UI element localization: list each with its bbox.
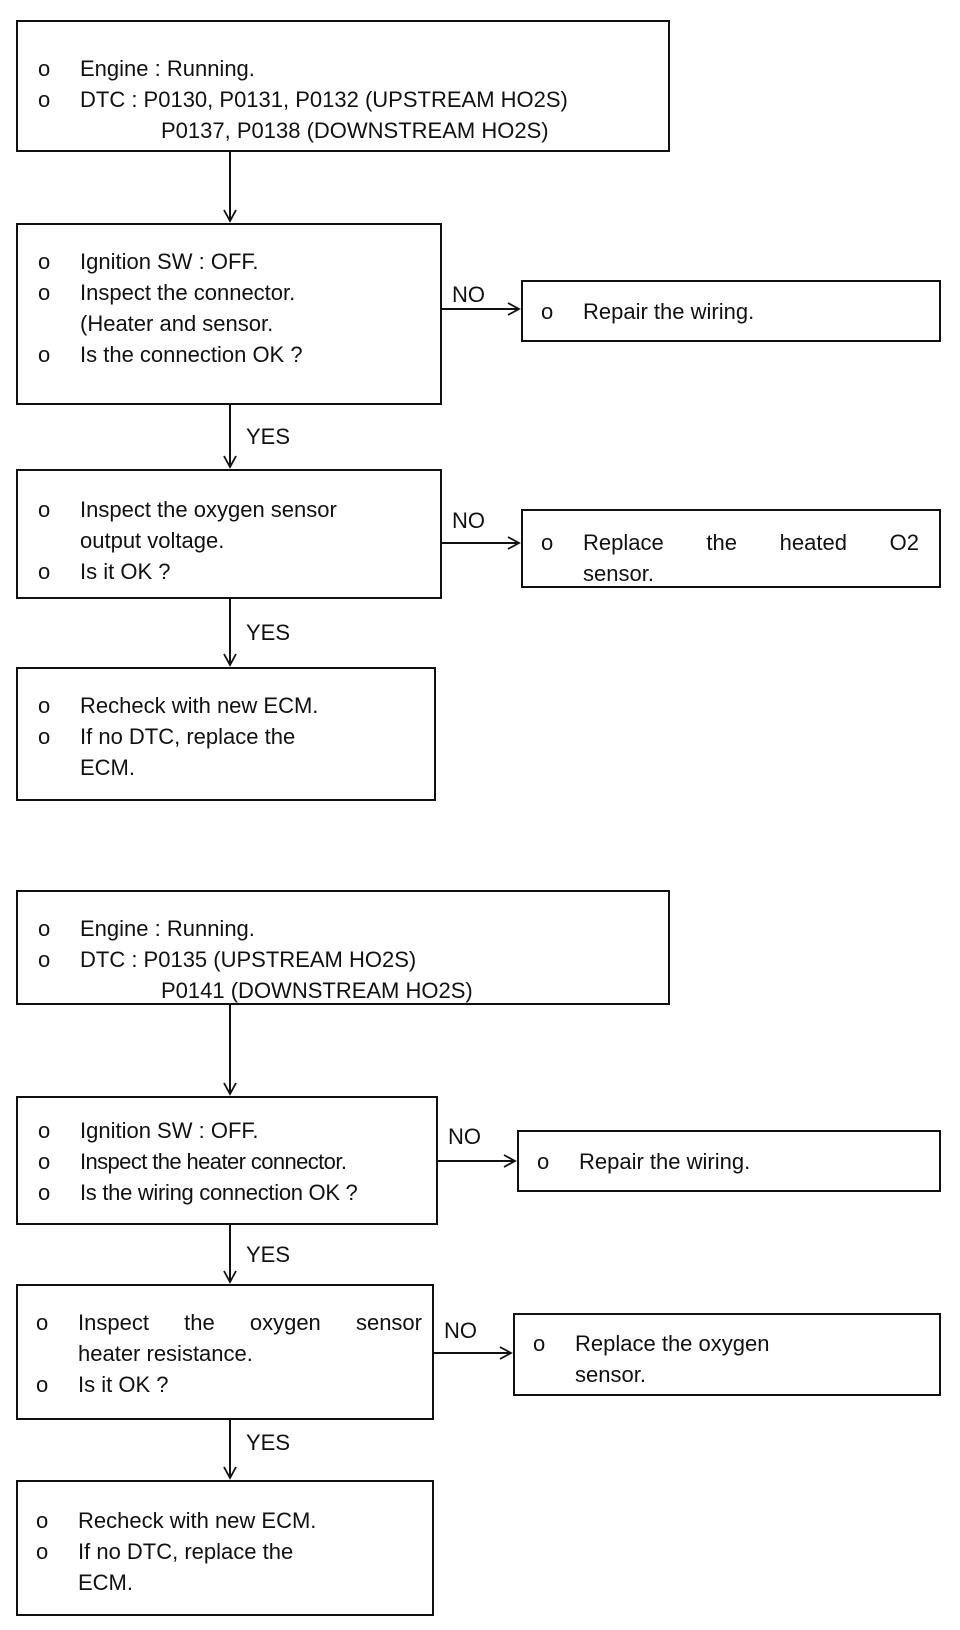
bullet: o bbox=[36, 1372, 49, 1397]
bullet: o bbox=[38, 497, 51, 522]
bullet: o bbox=[38, 342, 51, 367]
yes-label: YES bbox=[246, 424, 291, 449]
bullet: o bbox=[36, 1539, 49, 1564]
bullet: o bbox=[36, 1310, 49, 1335]
no-label: NO bbox=[452, 282, 485, 307]
flow1-step1-line: (Heater and sensor. bbox=[80, 311, 274, 336]
bullet: o bbox=[533, 1331, 546, 1356]
bullet: o bbox=[36, 1508, 49, 1533]
bullet: o bbox=[38, 947, 51, 972]
bullet: o bbox=[38, 249, 51, 274]
yes-label: YES bbox=[246, 1242, 291, 1267]
no-label: NO bbox=[448, 1124, 481, 1149]
bullet: o bbox=[38, 1180, 51, 1205]
no-label: NO bbox=[452, 508, 485, 533]
bullet: o bbox=[38, 280, 51, 305]
bullet: o bbox=[537, 1149, 550, 1174]
bullet: o bbox=[38, 693, 51, 718]
yes-label: YES bbox=[246, 1430, 291, 1455]
no-label: NO bbox=[444, 1318, 477, 1343]
bullet: o bbox=[38, 916, 51, 941]
bullet: o bbox=[38, 1149, 51, 1174]
bullet: o bbox=[38, 87, 51, 112]
flow1-start-line: P0137, P0138 (DOWNSTREAM HO2S) bbox=[161, 118, 549, 143]
bullet: o bbox=[541, 530, 554, 555]
bullet: o bbox=[38, 724, 51, 749]
bullet: o bbox=[541, 299, 554, 324]
yes-label: YES bbox=[246, 620, 291, 645]
bullet: o bbox=[38, 1118, 51, 1143]
bullet: o bbox=[38, 559, 51, 584]
bullet: o bbox=[38, 56, 51, 81]
